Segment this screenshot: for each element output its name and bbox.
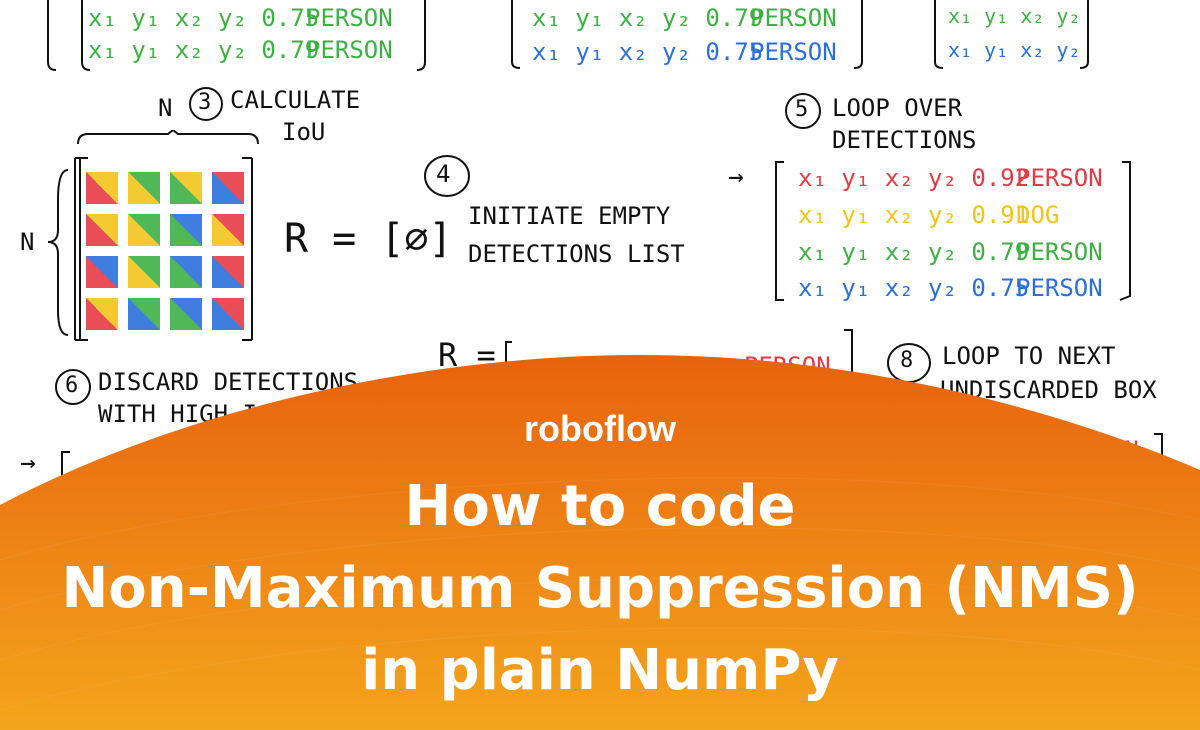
detection-label: PERSON xyxy=(750,38,837,66)
step4-number: 4 xyxy=(436,160,451,188)
step8-number: 8 xyxy=(900,348,914,373)
step5-row-4: x₁ y₁ x₂ y₂ 0.75 PERSON xyxy=(798,274,1103,302)
top-row-5: x₁ y₁ x₂ y₂ xyxy=(948,4,1080,28)
iou-cell xyxy=(170,172,202,204)
step5-row-1: x₁ y₁ x₂ y₂ 0.92 PERSON xyxy=(798,164,1103,192)
detection-label: PERSON xyxy=(306,4,393,32)
iou-cell xyxy=(170,298,202,330)
page-title-line-1: How to code xyxy=(404,474,796,539)
step5-line1: LOOP OVER xyxy=(832,94,963,122)
step6-line1: DISCARD DETECTIONS xyxy=(98,368,359,396)
iou-cell xyxy=(128,172,160,204)
top-row-3: x₁ y₁ x₂ y₂ 0.79 PERSON xyxy=(532,4,837,32)
iou-matrix xyxy=(86,172,250,336)
detection-label: PERSON xyxy=(750,4,837,32)
iou-cell xyxy=(86,298,118,330)
iou-cell xyxy=(86,172,118,204)
detection-text: x₁ y₁ x₂ y₂ 0.79 xyxy=(798,238,1030,266)
result-expression: R = [∅] xyxy=(284,216,453,262)
step4-line2: DETECTIONS LIST xyxy=(468,240,685,268)
iou-cell xyxy=(128,256,160,288)
iou-cell xyxy=(212,214,244,246)
top-row-2: x₁ y₁ x₂ y₂ 0.79 PERSON xyxy=(88,36,393,64)
step5-line2: DETECTIONS xyxy=(832,126,977,154)
page-title-line-3: in plain NumPy xyxy=(361,638,839,703)
top-brackets xyxy=(47,0,1089,71)
arrow-icon: → xyxy=(728,162,744,192)
step3-title: CALCULATE xyxy=(230,86,361,114)
detection-text: x₁ y₁ x₂ y₂ 0.75 xyxy=(532,38,764,66)
detection-text: x₁ y₁ x₂ y₂ 0.79 xyxy=(532,4,764,32)
detection-text: x₁ y₁ x₂ y₂ xyxy=(948,38,1081,62)
detection-text: x₁ y₁ x₂ y₂ xyxy=(948,4,1081,28)
top-row-6: x₁ y₁ x₂ y₂ xyxy=(948,38,1080,62)
detection-label: PERSON xyxy=(1016,164,1103,192)
step8-line1: LOOP TO NEXT xyxy=(942,342,1116,370)
iou-cell xyxy=(86,214,118,246)
iou-matrix-frame xyxy=(47,130,259,341)
step5-number-circle xyxy=(785,93,821,129)
iou-cell xyxy=(212,172,244,204)
detection-text: x₁ y₁ x₂ y₂ 0.75 xyxy=(88,4,320,32)
step6-number: 6 xyxy=(65,373,79,398)
detection-label: PERSON xyxy=(1016,274,1103,302)
step5-row-3: x₁ y₁ x₂ y₂ 0.79 PERSON xyxy=(798,238,1103,266)
step5-row-2: x₁ y₁ x₂ y₂ 0.91 DOG xyxy=(798,201,1059,229)
top-row-1: x₁ y₁ x₂ y₂ 0.75 PERSON xyxy=(88,4,393,32)
detection-text: x₁ y₁ x₂ y₂ 0.91 xyxy=(798,201,1030,229)
iou-cell xyxy=(128,298,160,330)
arrow-icon: → xyxy=(20,448,36,478)
iou-cell xyxy=(86,256,118,288)
n-left-label: N xyxy=(20,228,35,256)
detection-text: x₁ y₁ x₂ y₂ 0.92 xyxy=(798,164,1030,192)
iou-cell xyxy=(170,256,202,288)
iou-cell xyxy=(212,256,244,288)
detection-label: PERSON xyxy=(306,36,393,64)
top-row-4: x₁ y₁ x₂ y₂ 0.75 PERSON xyxy=(532,38,837,66)
step4-number-circle xyxy=(424,155,470,197)
step5-brackets xyxy=(775,161,1131,301)
step5-number: 5 xyxy=(795,97,809,122)
detection-text: x₁ y₁ x₂ y₂ 0.75 xyxy=(798,274,1030,302)
detection-label: DOG xyxy=(1016,201,1060,229)
step3-number-circle xyxy=(189,87,223,121)
roboflow-logo: roboflow xyxy=(524,408,676,449)
page-title-line-2: Non-Maximum Suppression (NMS) xyxy=(61,556,1139,621)
iou-cell xyxy=(212,298,244,330)
step4-line1: INITIATE EMPTY xyxy=(468,202,671,230)
step3-number: 3 xyxy=(198,90,212,115)
step3-subtitle: IoU xyxy=(282,118,326,146)
step6-number-circle xyxy=(55,369,91,405)
iou-cell xyxy=(128,214,160,246)
n-top-label: N xyxy=(158,94,173,122)
detection-text: x₁ y₁ x₂ y₂ 0.79 xyxy=(88,36,320,64)
iou-cell xyxy=(170,214,202,246)
detection-label: PERSON xyxy=(1016,238,1103,266)
